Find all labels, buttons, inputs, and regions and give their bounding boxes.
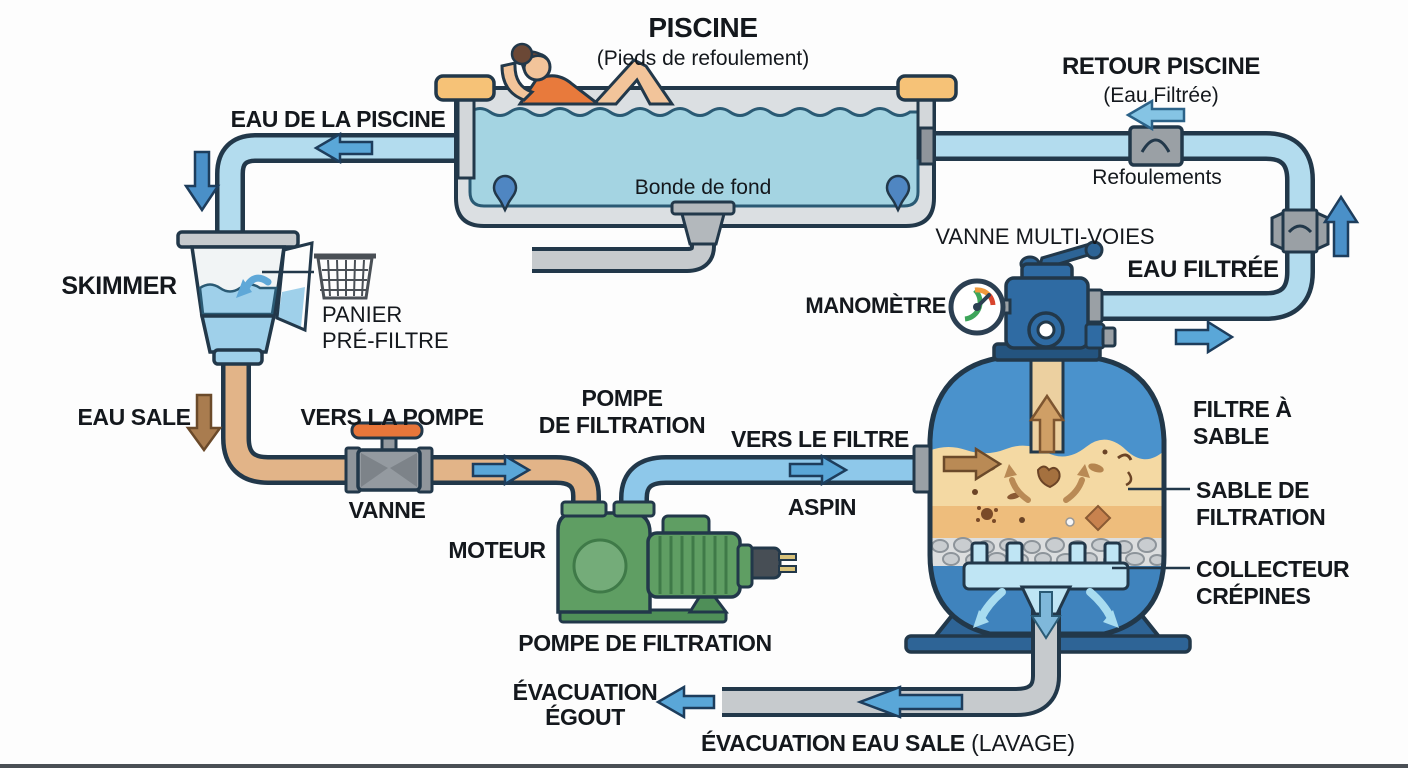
label-manometre: MANOMÈTRE [805, 293, 946, 318]
label-moteur: MOTEUR [448, 537, 546, 563]
return-inlet-fitting [1128, 125, 1184, 167]
flow-arrow-to-pump [471, 453, 532, 487]
label-eau-filtree: EAU FILTRÉE [1127, 256, 1279, 283]
pool-subtitle: (Pieds de refoulement) [596, 47, 810, 70]
label-evacuation-eau-sale: ÉVACUATION EAU SALE (LAVAGE) [700, 730, 1076, 756]
label-evacuation-egout: ÉVACUATION ÉGOUT [512, 679, 658, 730]
flow-arrow-waste-left [856, 685, 964, 719]
pipe-union-fitting [1270, 208, 1330, 254]
swimmer [500, 42, 675, 106]
collector-crepines [962, 541, 1130, 591]
label-vanne-multi-voies: VANNE MULTI-VOIES [935, 224, 1155, 249]
label-pompe-de-filtration-top: POMPE DE FILTRATION [538, 385, 706, 438]
flow-arrow-into-sand [942, 446, 1003, 482]
flow-arrow-eau-sale-down [185, 393, 223, 453]
label-refoulements: Refoulements [1092, 166, 1222, 189]
flow-arrow-to-filter [788, 453, 849, 487]
label-vers-la-pompe: VERS LA POMPE [300, 404, 484, 430]
pool-water [468, 107, 920, 208]
label-bonde-de-fond: Bonde de fond [634, 176, 772, 199]
pipe-waste [722, 606, 1061, 717]
pump-outlet-flange [612, 500, 656, 518]
label-pompe-de-filtration-bottom: POMPE DE FILTRATION [518, 630, 772, 656]
pool [434, 42, 958, 228]
pool-post-left [456, 98, 476, 180]
jet-left [492, 174, 518, 213]
return-wall-fitting [918, 126, 936, 166]
flow-arrow-pool-to-skimmer [313, 131, 374, 165]
jet-right [885, 174, 911, 213]
label-vanne: VANNE [348, 497, 426, 523]
skimmer-unit [176, 230, 314, 366]
pipe-pump-to-filter [619, 455, 934, 512]
label-filtre-a-sable: FILTRE À SABLE [1193, 396, 1292, 449]
flow-arrow-return-to-pool [1125, 98, 1186, 132]
label-eau-de-la-piscine: EAU DE LA PISCINE [230, 106, 446, 132]
label-sable-de-filtration: SABLE DE FILTRATION [1196, 477, 1326, 530]
label-panier-pre-filtre: PANIER PRÉ-FILTRE [322, 302, 449, 353]
label-eau-filtree-sub: (Eau Filtrée) [1103, 84, 1219, 107]
skimmer-flow-arrowhead [236, 279, 252, 298]
flow-arrow-standpipe-up [1028, 393, 1066, 454]
flow-arrow-to-sewer [655, 684, 716, 720]
pool-title: PISCINE [648, 12, 758, 43]
pressure-gauge-icon [948, 278, 1006, 336]
valve-handle [350, 421, 424, 440]
bottom-edge [0, 764, 1408, 768]
label-skimmer: SKIMMER [61, 272, 177, 300]
flow-arrow-sand-right [1063, 477, 1085, 503]
flow-arrow-return-up [1322, 194, 1360, 258]
basket-icon [314, 253, 376, 300]
label-vers-le-filtre: VERS LE FILTRE [731, 426, 909, 452]
suction-valve [344, 421, 434, 494]
label-retour-piscine: RETOUR PISCINE [1062, 53, 1260, 80]
pump-inlet-flange [560, 500, 608, 518]
pipe-skimmer-suction [215, 133, 462, 238]
coping-pad-left [434, 74, 496, 102]
flow-arrow-down-to-skimmer [183, 150, 221, 213]
flow-arrows [183, 98, 1360, 720]
flow-arrow-eau-filtree [1174, 319, 1235, 355]
label-eau-sale: EAU SALE [77, 404, 191, 430]
multiport-valve [992, 240, 1117, 362]
label-collecteur-crepines: COLLECTEUR CRÉPINES [1196, 556, 1350, 609]
flow-arrow-sand-left [1009, 477, 1031, 503]
main-drain [670, 200, 736, 246]
filter-inlet-flange [912, 444, 932, 494]
label-aspin: ASPIN [787, 494, 857, 520]
pump [556, 500, 797, 624]
flow-arrow-collector-down [1030, 591, 1062, 640]
pipe-main-drain [532, 240, 716, 273]
coping-pad-right [896, 74, 958, 102]
filter-tank-outline [927, 354, 1167, 637]
